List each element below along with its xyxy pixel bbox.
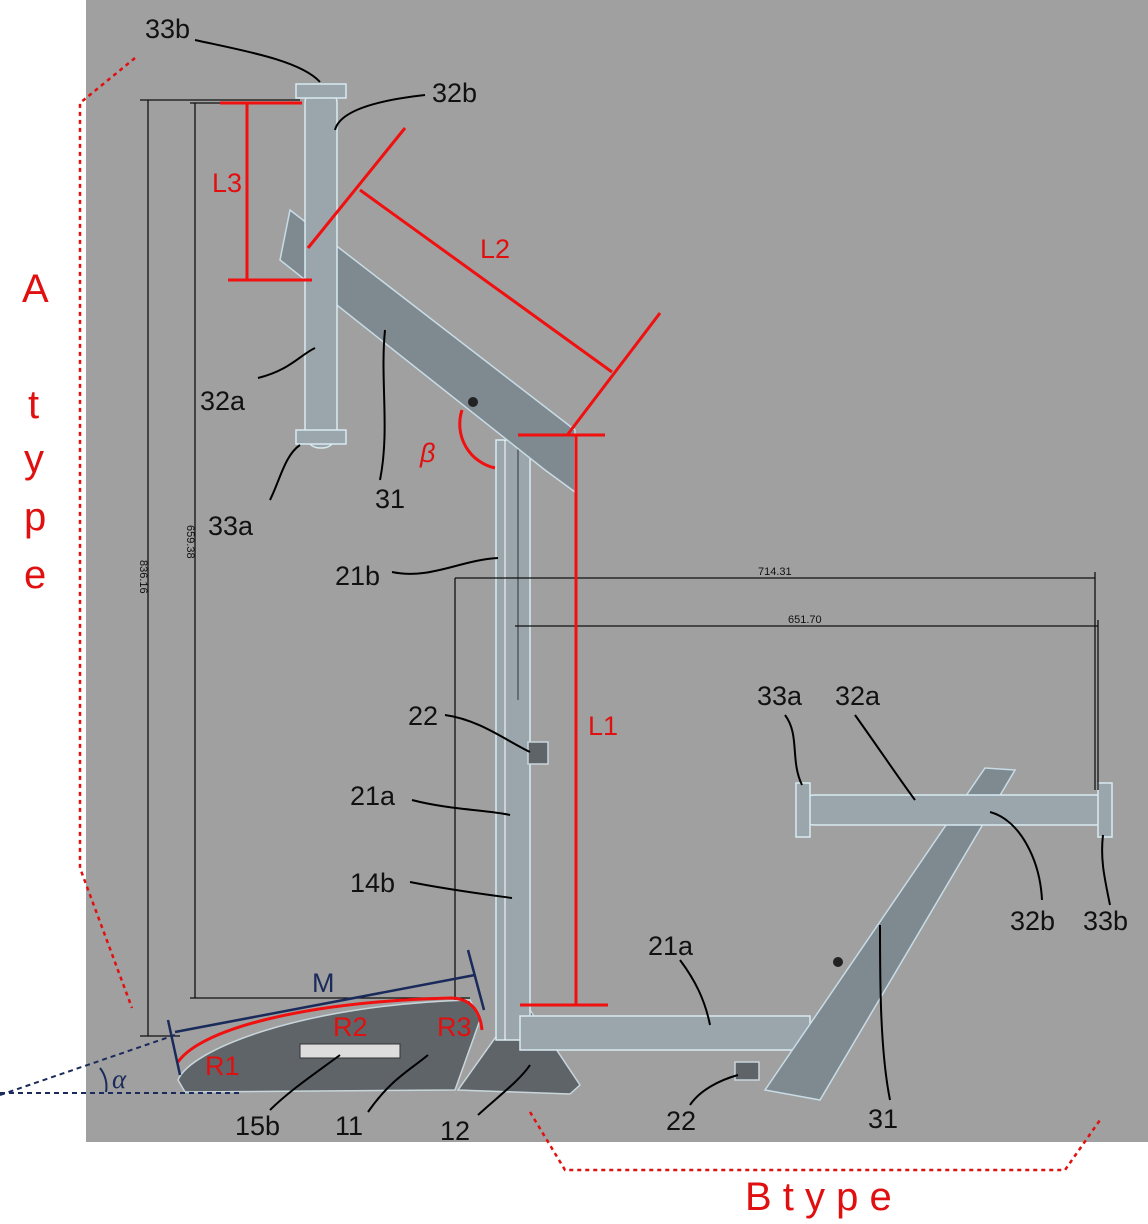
part-labels-a-type: 33b 32b 32a 31 33a 21b 22 21a 14b 15b 11… (145, 14, 477, 1146)
label-12: 12 (440, 1116, 470, 1146)
b-type-stand (519, 767, 1113, 1101)
a-type-letter: y (24, 437, 44, 481)
background-panel (86, 0, 1148, 1142)
leader-lines (194, 39, 1111, 1116)
height-inner-label: 659.38 (184, 525, 196, 559)
label-L3: L3 (212, 168, 242, 198)
knob-22-b (734, 1061, 760, 1081)
width-inner-label: 651.70 (788, 614, 822, 626)
b-type-label: B t y p e (745, 1175, 892, 1219)
part-labels-b-type: 33a 32a 32b 33b 21a 22 31 (648, 681, 1128, 1136)
label-32a: 32a (835, 681, 881, 711)
label-11: 11 (335, 1111, 363, 1141)
label-32a: 32a (200, 386, 246, 416)
a-type-letter: A (22, 267, 49, 311)
label-21a: 21a (648, 931, 694, 961)
red-annotations: L3 L2 L1 β R1 R2 R3 M α A t y p e B t y … (0, 57, 1102, 1219)
label-R3: R3 (437, 1012, 472, 1042)
label-32b: 32b (1010, 906, 1055, 936)
height-outer-label: 836.16 (137, 560, 149, 594)
arm-31-a (279, 208, 576, 494)
label-21a: 21a (350, 781, 396, 811)
label-31: 31 (375, 484, 405, 514)
part-15b (299, 1043, 401, 1059)
column-21 (495, 439, 531, 1041)
label-33a: 33a (208, 511, 254, 541)
label-33b: 33b (1083, 906, 1128, 936)
a-type-letter: e (24, 553, 46, 597)
label-14b: 14b (350, 868, 395, 898)
cap-33b-b (1097, 782, 1113, 838)
knob-22-a (527, 741, 549, 765)
bar-32-a (304, 87, 338, 449)
a-type-letter: t (28, 383, 39, 427)
label-22: 22 (408, 701, 438, 731)
tube-21a-b (519, 1015, 811, 1051)
label-L1: L1 (588, 711, 618, 741)
cap-33b-a (295, 83, 347, 99)
cap-33a-b (795, 782, 811, 838)
label-R1: R1 (205, 1051, 240, 1081)
label-33a: 33a (757, 681, 803, 711)
a-type-letter: p (24, 495, 46, 539)
label-beta: β (419, 438, 435, 468)
bar-32-b (799, 794, 1111, 826)
a-type-stand (177, 83, 581, 1095)
label-M: M (312, 968, 335, 998)
label-R2: R2 (333, 1012, 368, 1042)
a-type-bracket (78, 57, 136, 1009)
label-alpha: α (112, 1064, 127, 1094)
dimension-lines: 836.16 659.38 714.31 651.70 (137, 99, 1099, 1037)
arm-31-b (763, 767, 1017, 1101)
label-31: 31 (868, 1104, 898, 1134)
label-21b: 21b (335, 561, 380, 591)
width-outer-label: 714.31 (758, 566, 792, 578)
label-15b: 15b (235, 1111, 280, 1141)
label-33b: 33b (145, 14, 190, 44)
label-22: 22 (666, 1106, 696, 1136)
cap-33a-a (295, 429, 347, 445)
label-L2: L2 (480, 234, 510, 264)
label-32b: 32b (432, 78, 477, 108)
b-type-bracket (528, 1111, 1102, 1172)
